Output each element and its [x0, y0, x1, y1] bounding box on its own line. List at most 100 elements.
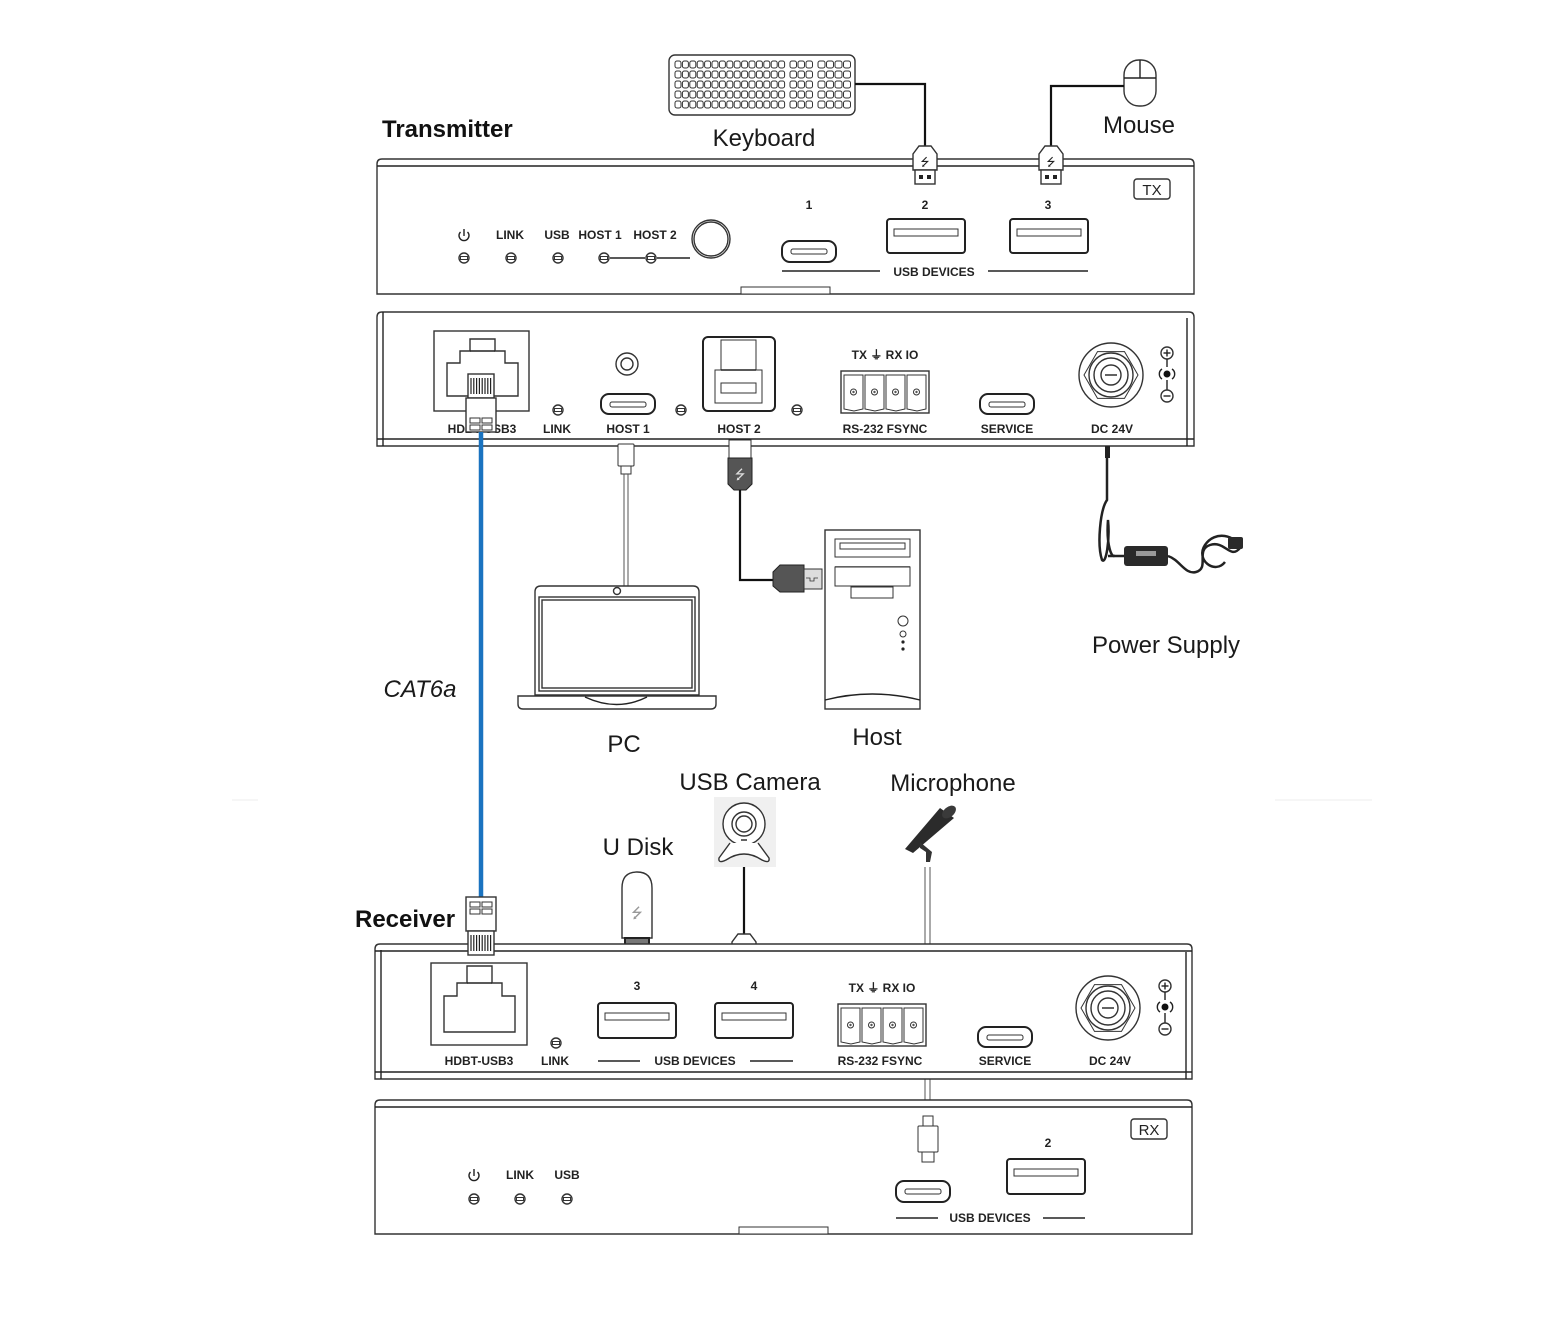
usb-camera-label: USB Camera	[679, 769, 821, 796]
tx-badge: TX	[1142, 182, 1161, 199]
mouse-icon	[1123, 59, 1157, 107]
rx-power-icon	[468, 1169, 480, 1182]
receiver-title: Receiver	[355, 906, 455, 933]
tx-dc-label: DC 24V	[1091, 422, 1133, 436]
led-indicator	[645, 252, 657, 264]
rx-port-number-2: 2	[1045, 1136, 1052, 1150]
led-indicator	[552, 252, 564, 264]
tx-usb-a-port-2[interactable]	[886, 218, 966, 254]
tx-usb-c-port-1[interactable]	[781, 240, 837, 263]
power-icon	[458, 229, 470, 242]
tx-host2-port[interactable]	[702, 336, 776, 412]
tx-led-label-usb: USB	[544, 228, 570, 242]
rx-rs232-label: RS-232 FSYNC	[838, 1054, 923, 1068]
power-supply-label: Power Supply	[1092, 632, 1240, 659]
led-indicator	[598, 252, 610, 264]
rx-port-number-3: 3	[634, 979, 641, 993]
rx-rs232-terminal-block[interactable]	[837, 1003, 927, 1047]
u-disk-label: U Disk	[603, 834, 675, 861]
rx-front-usb-devices-label: USB DEVICES	[949, 1211, 1030, 1225]
cat6a-label: CAT6a	[384, 676, 457, 703]
led-indicator	[505, 252, 517, 264]
rx-led-label-usb: USB	[554, 1168, 580, 1182]
tx-led-label-host2: HOST 2	[633, 228, 677, 242]
tx-led-label-host1: HOST 1	[578, 228, 622, 242]
transmitter-title: Transmitter	[382, 116, 513, 143]
host-usb-a-plug	[772, 564, 823, 593]
rx-led-label-link: LINK	[506, 1168, 534, 1182]
tx-port-number-3: 3	[1045, 198, 1052, 212]
keyboard-cable	[855, 82, 927, 148]
microphone-usb-c-plug	[917, 1115, 939, 1163]
tx-rj45-plug	[465, 373, 497, 433]
tx-rear-leds	[552, 404, 803, 416]
rx-rj45-plug	[465, 896, 497, 956]
selector-knob[interactable]	[691, 219, 731, 259]
led-indicator	[514, 1193, 526, 1205]
rx-front-panel: RX LINK USB 2 USB DEVICES	[374, 1099, 1193, 1235]
tx-front-panel: TX LINK USB HOST 1 HOST 2 1 2 3	[376, 158, 1195, 295]
rx-hdbt-rj45-port[interactable]	[430, 962, 528, 1046]
rx-hdbt-label: HDBT-USB3	[445, 1054, 514, 1068]
keyboard-icon	[668, 54, 856, 116]
usb-icon: ⭍	[1046, 156, 1055, 169]
keyboard-label: Keyboard	[713, 125, 816, 152]
rx-dc-jack[interactable]	[1075, 975, 1141, 1041]
microphone-label: Microphone	[890, 770, 1015, 797]
host-label: Host	[852, 724, 902, 751]
rx-front-leds	[468, 1193, 573, 1205]
tx-rear-link-label: LINK	[543, 422, 571, 436]
mouse-usb-plug: ⭍	[1038, 145, 1064, 185]
rx-usb-a-port-2[interactable]	[1006, 1158, 1086, 1195]
tx-usb-a-port-3[interactable]	[1009, 218, 1089, 254]
tx-host1-port[interactable]	[600, 352, 656, 415]
rx-terminal-pins-label: TX ⏚ RX IO	[849, 981, 916, 995]
tx-dc-jack[interactable]	[1078, 342, 1144, 408]
led-indicator	[675, 404, 687, 416]
rx-usb-c-port-1[interactable]	[895, 1180, 951, 1203]
tx-front-leds	[458, 252, 657, 264]
rx-rear-link-label: LINK	[541, 1054, 569, 1068]
mouse-cable	[1049, 84, 1124, 148]
pc-laptop-icon	[517, 585, 717, 710]
tx-port-number-2: 2	[922, 198, 929, 212]
led-indicator	[791, 404, 803, 416]
svg-text:⭍: ⭍	[631, 906, 643, 922]
led-indicator	[468, 1193, 480, 1205]
tx-host2-label: HOST 2	[717, 422, 761, 436]
tx-rs232-label: RS-232 FSYNC	[843, 422, 928, 436]
svg-text:⭍: ⭍	[735, 468, 746, 483]
led-indicator	[552, 404, 564, 416]
led-indicator	[561, 1193, 573, 1205]
led-indicator	[550, 1037, 562, 1049]
tx-usb-devices-label: USB DEVICES	[893, 265, 974, 279]
led-indicator	[458, 252, 470, 264]
rx-port-number-4: 4	[751, 979, 758, 993]
power-supply-icon	[1098, 446, 1243, 574]
rx-service-port[interactable]	[977, 1026, 1033, 1048]
host-cable	[738, 490, 773, 582]
usb-icon: ⭍	[920, 156, 929, 169]
rx-rear-panel: HDBT-USB3 LINK 3 4 USB DEVICES TX ⏚ RX I…	[374, 943, 1193, 1080]
rx-usb-a-port-3[interactable]	[597, 1002, 677, 1039]
host2-usb-b-plug: ⭍	[727, 439, 753, 491]
host-tower-icon	[824, 529, 921, 710]
rx-badge: RX	[1139, 1122, 1160, 1139]
host1-usb-c-plug	[617, 443, 635, 475]
pc-label: PC	[607, 731, 640, 758]
tx-rear-panel: HDBT-USB3 LINK HOST 1 HOST 2 TX ⏚ RX IO …	[376, 311, 1195, 447]
keyboard-usb-plug: ⭍	[912, 145, 938, 185]
rx-polarity-icon	[1156, 979, 1174, 1036]
tx-port-number-1: 1	[806, 198, 813, 212]
tx-service-label: SERVICE	[981, 422, 1033, 436]
rx-service-label: SERVICE	[979, 1054, 1031, 1068]
rx-usb-a-port-4[interactable]	[714, 1002, 794, 1039]
usb-camera-icon	[714, 797, 776, 867]
tx-rs232-terminal-block[interactable]	[840, 370, 930, 414]
tx-host1-label: HOST 1	[606, 422, 650, 436]
polarity-icon	[1158, 346, 1176, 403]
tx-terminal-pins-label: TX ⏚ RX IO	[852, 348, 919, 362]
tx-service-port[interactable]	[979, 393, 1035, 415]
rx-rear-leds	[550, 1037, 562, 1049]
